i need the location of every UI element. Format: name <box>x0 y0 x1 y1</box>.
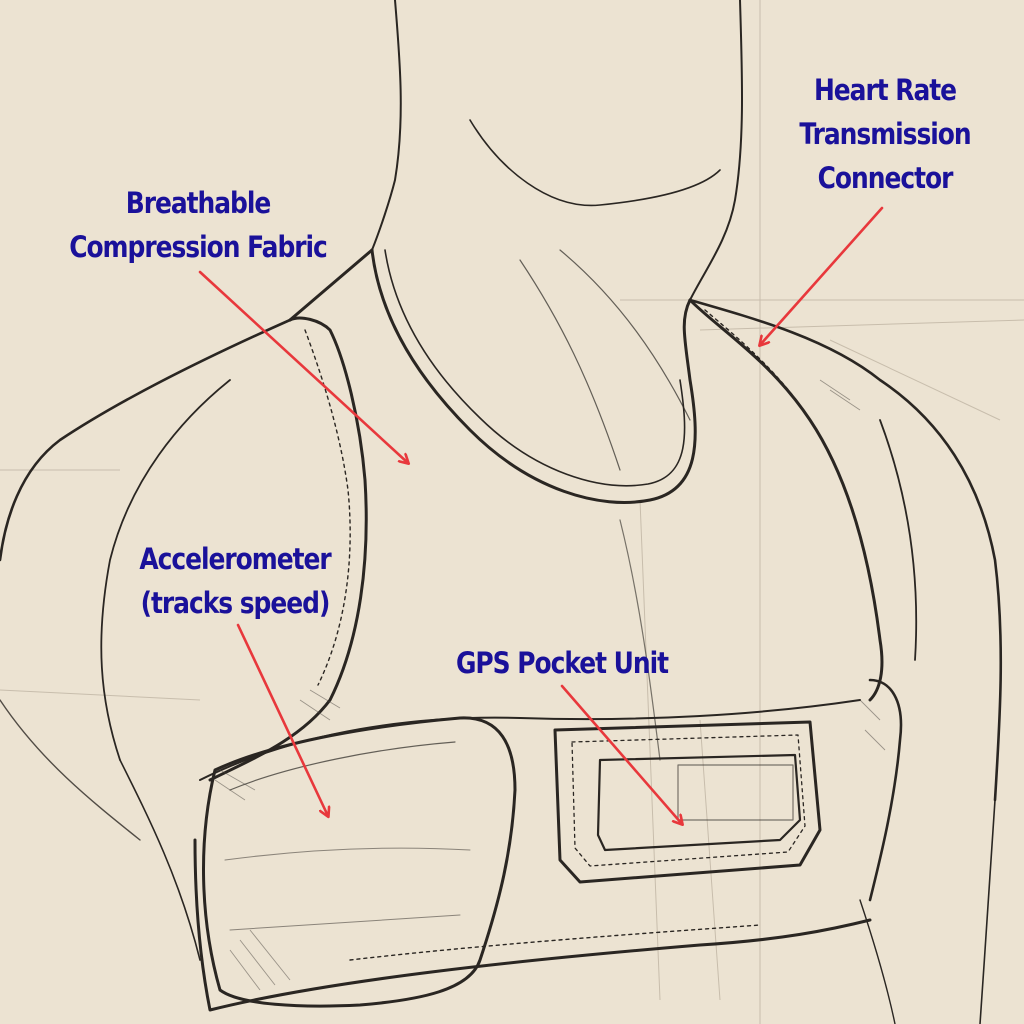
label-accelerometer-line-2: (tracks speed) <box>140 586 331 620</box>
arrow-accelerometer <box>236 623 328 816</box>
label-heart-rate-connector: Heart Rate Transmission Connector <box>786 68 984 200</box>
label-gps-line-1: GPS Pocket Unit <box>455 646 669 680</box>
label-fabric-line-1: Breathable <box>125 186 272 220</box>
annotation-arrows <box>198 206 884 824</box>
label-breathable-fabric: Breathable Compression Fabric <box>60 181 335 269</box>
label-accelerometer: Accelerometer (tracks speed) <box>128 537 343 625</box>
body-outline <box>0 0 1003 1024</box>
label-fabric-line-2: Compression Fabric <box>69 230 328 264</box>
shading-hatch <box>214 379 886 991</box>
label-heart-rate-line-3: Connector <box>817 161 954 195</box>
label-heart-rate-line-1: Heart Rate <box>813 73 957 107</box>
arrow-fabric <box>198 270 408 463</box>
arrow-heart-rate <box>760 206 884 345</box>
label-gps-pocket-unit: GPS Pocket Unit <box>448 641 675 685</box>
label-accelerometer-line-1: Accelerometer <box>139 542 331 576</box>
label-heart-rate-line-2: Transmission <box>799 117 971 151</box>
arrow-gps <box>560 684 682 824</box>
gps-pocket <box>553 720 822 884</box>
accelerometer-pad <box>202 716 517 1008</box>
